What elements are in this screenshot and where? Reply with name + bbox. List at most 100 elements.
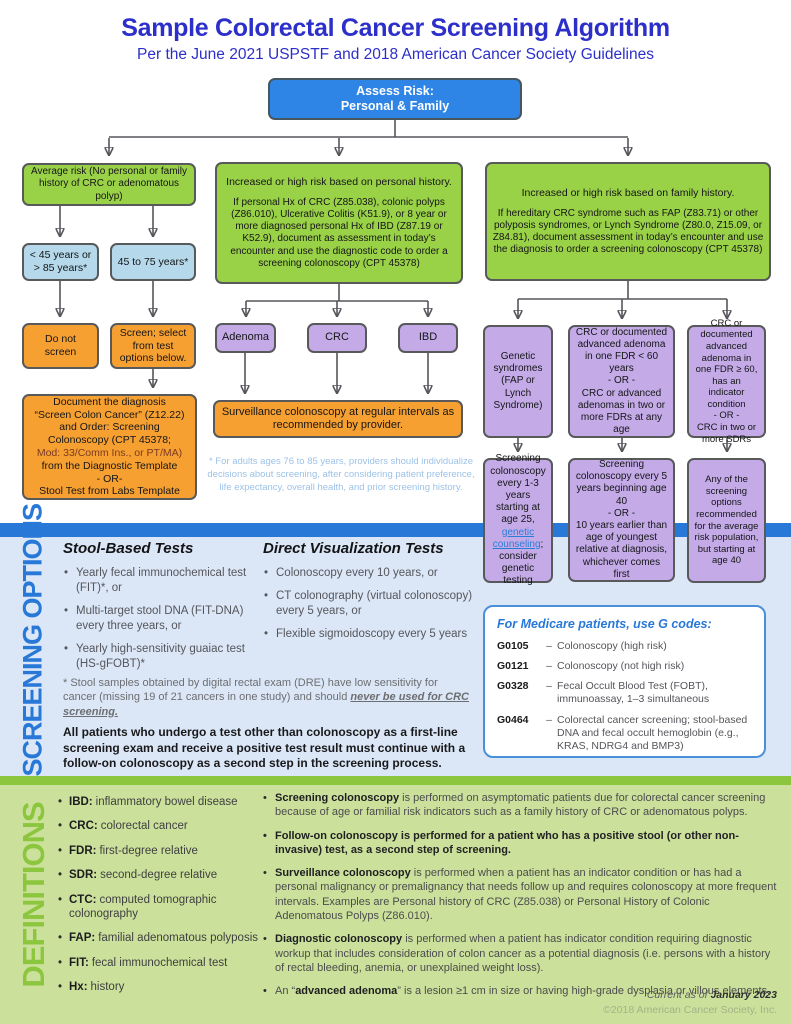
copyright: ©2018 American Cancer Society, Inc. [603, 1004, 777, 1017]
document-diagnosis-box: Document the diagnosis “Screen Colon Can… [22, 394, 197, 500]
direct-tests-heading: Direct Visualization Tests [263, 540, 444, 557]
abbreviation-item: FAP:familial adenomatous polyposis [58, 931, 258, 946]
followup-colonoscopy-note: All patients who undergo a test other th… [63, 725, 466, 771]
gcode: G0328 [497, 680, 529, 693]
surveillance-colonoscopy-box: Surveillance colonoscopy at regular inte… [213, 400, 463, 438]
stool-based-tests-column: Stool-Based Tests Yearly fecal immunoche… [63, 540, 258, 680]
screening-age25-post: ; consider genetic testing [499, 538, 544, 587]
gcode-row: G0105 – Colonoscopy (high risk) [497, 640, 752, 653]
stool-note-text: * Stool samples obtained by digital rect… [63, 677, 438, 704]
assess-risk-line1: Assess Risk: [356, 83, 434, 98]
gcode: G0464 [497, 713, 529, 726]
assess-risk-line2: Personal & Family [340, 99, 450, 113]
document-line: Document the diagnosis [53, 395, 166, 408]
definitions-label: DEFINITIONS [16, 802, 51, 988]
gcode-description: Colonoscopy (high risk) [557, 640, 667, 652]
fdr-60plus-box: CRC or documented advanced adenoma in on… [687, 318, 766, 445]
direct-test-item: Flexible sigmoidoscopy every 5 years [263, 627, 475, 642]
abbreviations-column: IBD:inflammatory bowel disease CRC:color… [58, 795, 258, 1004]
stool-note-emphasis: never be used for CRC screening. [63, 691, 469, 718]
stool-test-item: Multi-target stool DNA (FIT-DNA) every t… [63, 604, 258, 634]
abbreviation-item: Hx:history [58, 980, 258, 995]
gcode-dash: – [546, 640, 552, 652]
fdr-under-60-box: CRC or documented advanced adenoma in on… [568, 325, 675, 438]
definition-item: Screening colonoscopy is performed on as… [263, 791, 779, 820]
personal-history-box: Increased or high risk based on personal… [215, 162, 463, 284]
gcode-description: Fecal Occult Blood Test (FOBT), immunoas… [557, 680, 710, 706]
age-45-75-box: 45 to 75 years* [110, 243, 196, 281]
screening-every5-box: Screening colonoscopy every 5 years begi… [568, 458, 675, 582]
screening-every5-part1: Screening colonoscopy every 5 years begi… [575, 459, 668, 507]
abbreviation-item: SDR:second-degree relative [58, 868, 258, 883]
page-subtitle: Per the June 2021 USPSTF and 2018 Americ… [137, 46, 654, 63]
or-separator: - OR - [607, 375, 636, 387]
ibd-box: IBD [398, 323, 458, 353]
age-under-45-box: < 45 years or > 85 years* [22, 243, 99, 281]
fdr-60plus-part2: CRC in two or more SDRs [696, 422, 757, 445]
stool-test-item: Yearly fecal immunochemical test (FIT)*,… [63, 566, 258, 596]
definition-item: Follow-on colonoscopy is performed for a… [263, 829, 779, 858]
abbreviation-item: CRC:colorectal cancer [58, 819, 258, 834]
direct-visualization-column: Direct Visualization Tests Colonoscopy e… [263, 540, 475, 650]
stool-sample-note: * Stool samples obtained by digital rect… [63, 676, 470, 719]
personal-history-body: If personal Hx of CRC (Z85.038), colonic… [230, 196, 448, 269]
gcode-dash: – [546, 713, 552, 726]
do-not-screen-box: Do not screen [22, 323, 99, 369]
stool-test-item: Yearly high-sensitivity guaiac test (HS-… [63, 642, 258, 672]
screening-age25-pre: Screening colonoscopy every 1-3 years st… [490, 453, 546, 526]
assess-risk-box: Assess Risk: Personal & Family [268, 78, 522, 120]
screening-options-label: SCREENING OPTIONS [17, 503, 48, 777]
personal-history-heading: Increased or high risk based on personal… [226, 176, 452, 189]
document-line: and Order: Screening [59, 421, 160, 434]
gcode: G0121 [497, 660, 529, 673]
definitions-column: Screening colonoscopy is performed on as… [263, 791, 779, 1008]
gcode-description: Colonoscopy (not high risk) [557, 660, 685, 673]
document-line: Stool Test from Labs Template [39, 485, 180, 498]
gcode-row: G0464 – Colorectal cancer screening; sto… [497, 714, 752, 753]
age-76-85-footnote: * For adults ages 76 to 85 years, provid… [207, 456, 475, 493]
or-separator: - OR - [607, 507, 636, 519]
medicare-heading: For Medicare patients, use G codes: [497, 617, 712, 631]
definition-item: Diagnostic colonoscopy is performed when… [263, 932, 779, 975]
abbreviation-item: FIT:fecal immunochemical test [58, 956, 258, 971]
gcode-dash: – [546, 660, 552, 673]
abbreviation-item: FDR:first-degree relative [58, 844, 258, 859]
medicare-gcodes-box: For Medicare patients, use G codes: G010… [483, 605, 766, 758]
family-history-heading: Increased or high risk based on family h… [521, 186, 735, 199]
definition-item: Surveillance colonoscopy is performed wh… [263, 866, 779, 923]
page-footer: Current as of January 2023 ©2018 America… [603, 988, 777, 1018]
current-as-of: Current as of January 2023 [646, 989, 777, 1001]
document-line: - OR- [96, 472, 123, 485]
direct-test-item: CT colonography (virtual colonoscopy) ev… [263, 589, 475, 619]
definitions-section-top-band [0, 776, 791, 785]
adenoma-box: Adenoma [215, 323, 276, 353]
page-title: Sample Colorectal Cancer Screening Algor… [121, 14, 670, 42]
fdr-under-60-part2: CRC or advanced adenomas in two or more … [577, 387, 666, 436]
fdr-60plus-part1: CRC or documented advanced adenoma in on… [695, 317, 758, 410]
definition-item: An “advanced adenoma” is a lesion ≥1 cm … [263, 984, 779, 999]
gcode: G0105 [497, 640, 529, 652]
screening-age25-text: Screening colonoscopy every 1-3 years st… [489, 453, 547, 587]
document-line-modifier: Mod: 33/Comm Ins., or PT/MA) [36, 447, 183, 459]
crc-box: CRC [307, 323, 367, 353]
genetic-counseling-link[interactable]: genetic counseling [492, 526, 541, 550]
family-history-box: Increased or high risk based on family h… [485, 162, 771, 281]
gcode-row: G0121 – Colonoscopy (not high risk) [497, 660, 752, 673]
screen-select-box: Screen; select from test options below. [110, 323, 196, 369]
gcode-description: Colorectal cancer screening; stool-based… [557, 713, 748, 752]
genetic-syndromes-box: Genetic syndromes (FAP or Lynch Syndrome… [483, 325, 553, 438]
or-separator: - OR - [713, 410, 740, 422]
average-risk-box: Average risk (No personal or family hist… [22, 163, 196, 206]
abbreviation-item: IBD:inflammatory bowel disease [58, 795, 258, 810]
direct-test-item: Colonoscopy every 10 years, or [263, 566, 475, 581]
document-line: from the Diagnostic Template [41, 459, 178, 472]
abbreviation-item: CTC:computed tomographic colonography [58, 893, 258, 922]
family-history-body: If hereditary CRC syndrome such as FAP (… [492, 207, 764, 256]
flow-connectors [0, 120, 791, 540]
document-line: Colonoscopy (CPT 45378; [48, 434, 171, 447]
screening-every5-part2: 10 years earlier than age of youngest re… [575, 520, 668, 580]
gcode-dash: – [546, 680, 552, 693]
average-options-age40-box: Any of the screening options recommended… [687, 458, 766, 583]
document-line: “Screen Colon Cancer” (Z12.22) [34, 408, 185, 421]
